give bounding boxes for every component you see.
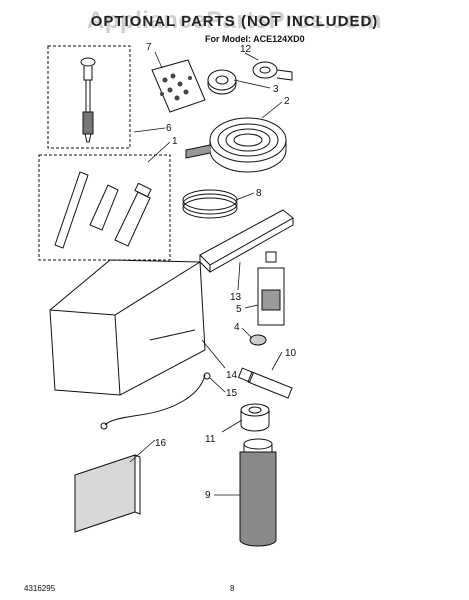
part-5-bottle <box>257 251 285 326</box>
watermark: AppliancePartsPros.com <box>86 7 383 34</box>
part-4-nozzle <box>249 334 267 346</box>
part-6-valve <box>80 57 96 143</box>
document-number: 4316295 <box>24 584 56 593</box>
callout-9: 9 <box>205 490 211 501</box>
part-12-tape-roll <box>252 61 293 81</box>
callout-15: 15 <box>226 388 238 399</box>
callout-4: 4 <box>234 322 240 333</box>
callout-8: 8 <box>256 188 262 199</box>
part-15-strap <box>100 372 211 430</box>
part-14-cover <box>49 259 206 396</box>
callout-10: 10 <box>285 348 297 359</box>
part-16-filter-pad <box>74 454 141 533</box>
dashed-box-part-1 <box>38 154 171 261</box>
part-3-sealing-strip <box>207 69 237 95</box>
callout-11: 11 <box>205 434 216 445</box>
page-number: 8 <box>230 584 235 593</box>
part-2-foam-roll <box>185 117 287 173</box>
callout-2: 2 <box>284 96 290 107</box>
part-1-tubes <box>54 171 152 249</box>
part-7-hardware-bag <box>151 59 206 113</box>
part-10-sealant-tube <box>237 367 293 399</box>
callout-14: 14 <box>226 370 238 381</box>
callout-7: 7 <box>146 42 152 53</box>
callout-13: 13 <box>230 292 242 303</box>
part-13-foam-block <box>199 209 294 273</box>
part-8-wire-coil <box>182 189 238 219</box>
part-11-tape-roll <box>240 403 270 432</box>
callout-12: 12 <box>240 44 252 55</box>
callout-1: 1 <box>172 136 178 147</box>
part-9-spray-can <box>239 438 277 547</box>
callout-6: 6 <box>166 123 172 134</box>
callout-3: 3 <box>273 84 279 95</box>
callout-16: 16 <box>155 438 167 449</box>
page-title: OPTIONAL PARTS (NOT INCLUDED) <box>90 13 379 30</box>
callout-5: 5 <box>236 304 242 315</box>
callout-labels: 7 12 3 2 6 1 8 13 5 4 10 14 15 11 16 9 <box>146 42 297 501</box>
dashed-box-part-6 <box>47 45 131 149</box>
model-label: For Model: ACE124XD0 <box>205 34 305 44</box>
